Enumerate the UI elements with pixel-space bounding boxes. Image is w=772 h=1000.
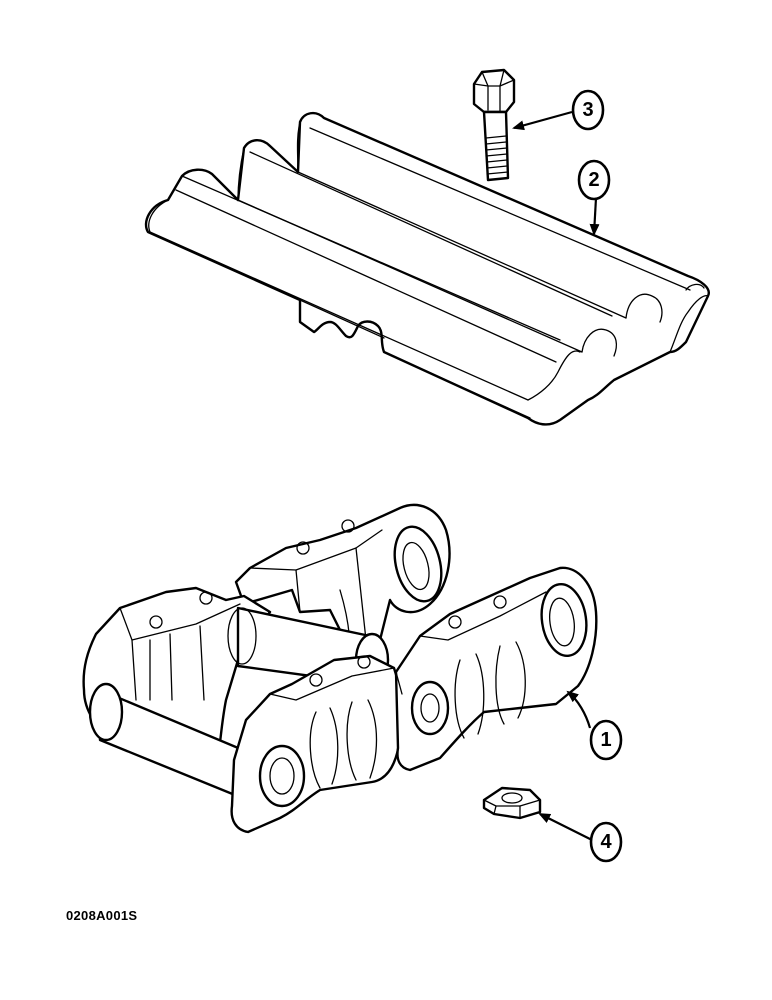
callout-4[interactable]: 4 xyxy=(538,813,623,863)
callout-2-label: 2 xyxy=(588,169,599,191)
callout-1[interactable]: 1 xyxy=(566,690,623,761)
callout-2[interactable]: 2 xyxy=(577,159,611,236)
callout-3-label: 3 xyxy=(582,99,593,121)
track-chain-link-drawing xyxy=(82,503,598,834)
callout-3[interactable]: 3 xyxy=(512,89,605,131)
figure-code: 0208A001S xyxy=(66,908,138,923)
track-shoe-drawing xyxy=(144,111,710,426)
shoe-bolt-drawing xyxy=(472,68,516,182)
shoe-nut-drawing xyxy=(482,786,542,820)
callout-4-label: 4 xyxy=(600,831,612,853)
callout-1-label: 1 xyxy=(600,729,611,751)
